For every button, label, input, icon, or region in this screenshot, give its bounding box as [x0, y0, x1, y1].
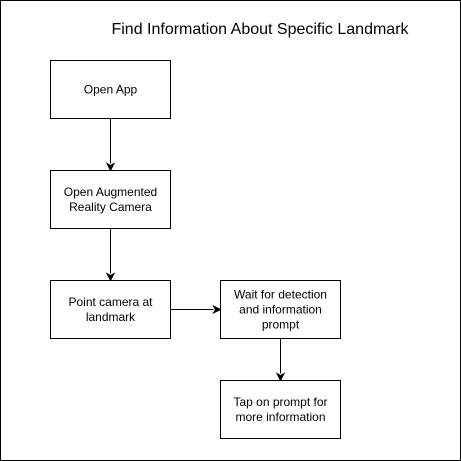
flow-node-label: Point camera at: [68, 295, 153, 309]
arrowhead-icon: [105, 272, 116, 282]
flow-node-box: [220, 280, 341, 339]
arrow-open-app-to-open-ar-camera: [105, 118, 116, 172]
flow-node-box: [50, 60, 171, 119]
arrowhead-icon: [275, 372, 286, 382]
flow-node-label: Reality Camera: [69, 200, 152, 214]
flow-node-open-app: Open App: [50, 60, 171, 119]
flow-node-label: prompt: [262, 318, 300, 332]
arrow-wait-detection-to-tap-prompt: [275, 338, 286, 382]
flow-node-label: Wait for detection: [234, 288, 327, 302]
flow-node-label: Open Augmented: [64, 185, 157, 199]
arrowhead-icon: [212, 304, 222, 315]
edges-layer: [105, 118, 286, 382]
arrow-open-ar-camera-to-point-camera: [105, 228, 116, 282]
flow-node-box: [220, 380, 341, 439]
flow-node-label: Open App: [84, 83, 138, 97]
flow-node-label: Tap on prompt for: [233, 395, 327, 409]
flow-node-label: and information: [239, 303, 322, 317]
diagram-title: Find Information About Specific Landmark: [111, 21, 409, 38]
arrowhead-icon: [105, 162, 116, 172]
flow-node-box: [50, 170, 171, 229]
flow-node-label: more information: [235, 410, 325, 424]
flow-node-label: landmark: [86, 310, 136, 324]
arrow-point-camera-to-wait-detection: [170, 304, 222, 315]
flow-node-box: [50, 280, 171, 339]
